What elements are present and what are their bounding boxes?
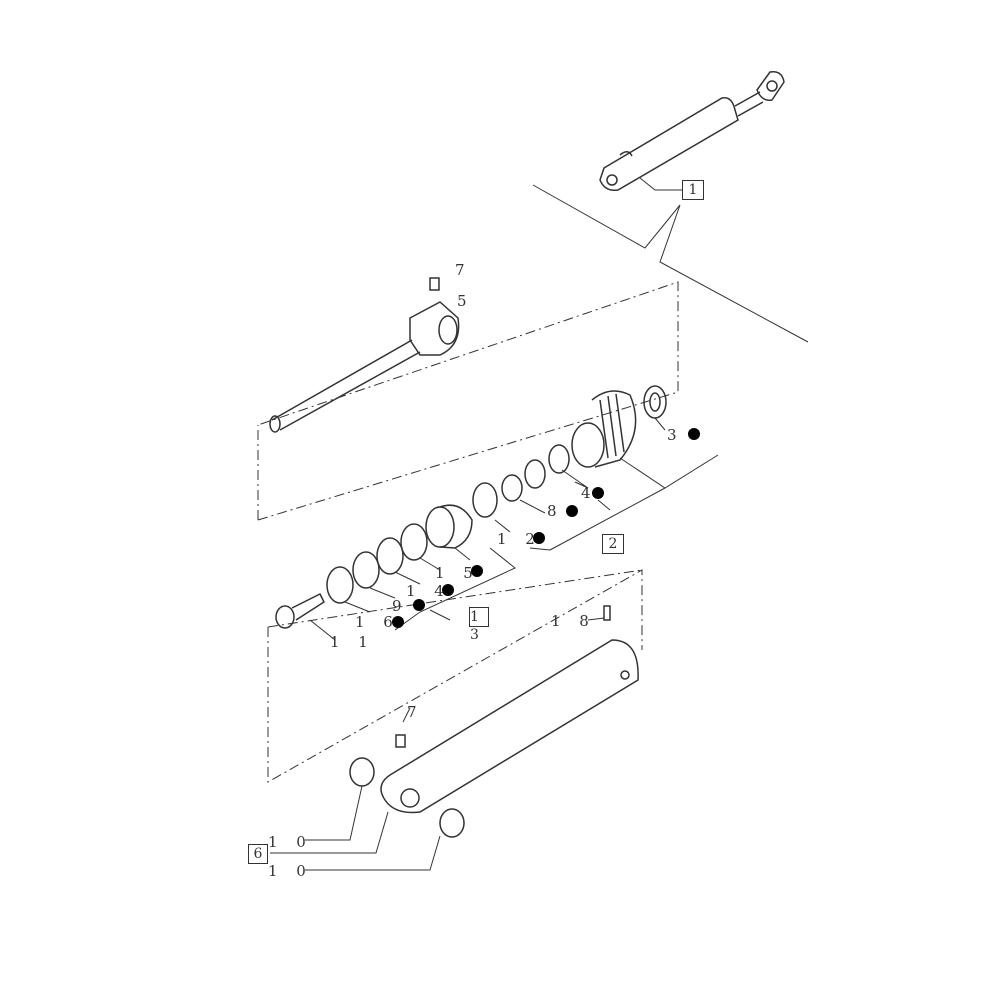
label-9[interactable]: 9 bbox=[392, 597, 409, 615]
label-14[interactable]: 1 4 bbox=[406, 582, 451, 600]
screw-18-icon bbox=[603, 605, 611, 621]
callout-box-1[interactable]: 1 bbox=[682, 180, 704, 200]
kit-dot-4 bbox=[592, 487, 604, 499]
label-16[interactable]: 1 6 bbox=[355, 613, 400, 631]
oring-16-icon bbox=[326, 566, 354, 604]
grease-nipple-7b-icon bbox=[395, 734, 406, 748]
bushing-8-icon bbox=[501, 474, 523, 502]
seal-12-icon bbox=[472, 482, 498, 518]
piston-rod-icon bbox=[269, 301, 460, 433]
label-15[interactable]: 1 5 bbox=[435, 564, 480, 582]
label-10-bottom[interactable]: 1 0 bbox=[268, 862, 313, 880]
assembled-cylinder-icon bbox=[599, 70, 785, 192]
cylinder-barrel-icon bbox=[380, 639, 639, 814]
piston-icon bbox=[571, 390, 637, 468]
label-11[interactable]: 1 1 bbox=[330, 633, 375, 651]
callout-box-6[interactable]: 6 bbox=[248, 844, 268, 864]
kit-dot-8 bbox=[566, 505, 578, 517]
bolt-11-icon bbox=[275, 592, 325, 629]
ring-4b-icon bbox=[524, 459, 546, 489]
ring-4a-icon bbox=[548, 444, 570, 474]
oring-14-icon bbox=[376, 537, 404, 575]
gland-icon bbox=[425, 506, 455, 548]
label-7-bottom[interactable]: 7 bbox=[407, 703, 424, 721]
label-12[interactable]: 1 2 bbox=[497, 530, 542, 548]
callout-box-13[interactable]: 1 3 bbox=[469, 607, 489, 643]
grease-nipple-icon bbox=[429, 277, 440, 291]
label-10-top[interactable]: 1 0 bbox=[268, 833, 313, 851]
kit-dot-16 bbox=[392, 616, 404, 628]
kit-dot-14 bbox=[442, 584, 454, 596]
label-8[interactable]: 8 bbox=[547, 502, 564, 520]
label-5[interactable]: 5 bbox=[457, 292, 474, 310]
kit-dot-9 bbox=[413, 599, 425, 611]
label-4[interactable]: 4 bbox=[581, 484, 598, 502]
bushing-10a-icon bbox=[349, 757, 375, 787]
seal-3-icon bbox=[643, 385, 667, 419]
bushing-10b-icon bbox=[439, 808, 465, 838]
oring-9-icon bbox=[352, 551, 380, 589]
kit-dot-15 bbox=[471, 565, 483, 577]
label-3[interactable]: 3 bbox=[667, 426, 684, 444]
oring-15-icon bbox=[400, 523, 428, 561]
label-7-top[interactable]: 7 bbox=[455, 261, 472, 279]
callout-box-2[interactable]: 2 bbox=[602, 534, 624, 554]
kit-dot-12 bbox=[533, 532, 545, 544]
kit-dot-3 bbox=[688, 428, 700, 440]
label-18[interactable]: 1 8 bbox=[551, 612, 596, 630]
